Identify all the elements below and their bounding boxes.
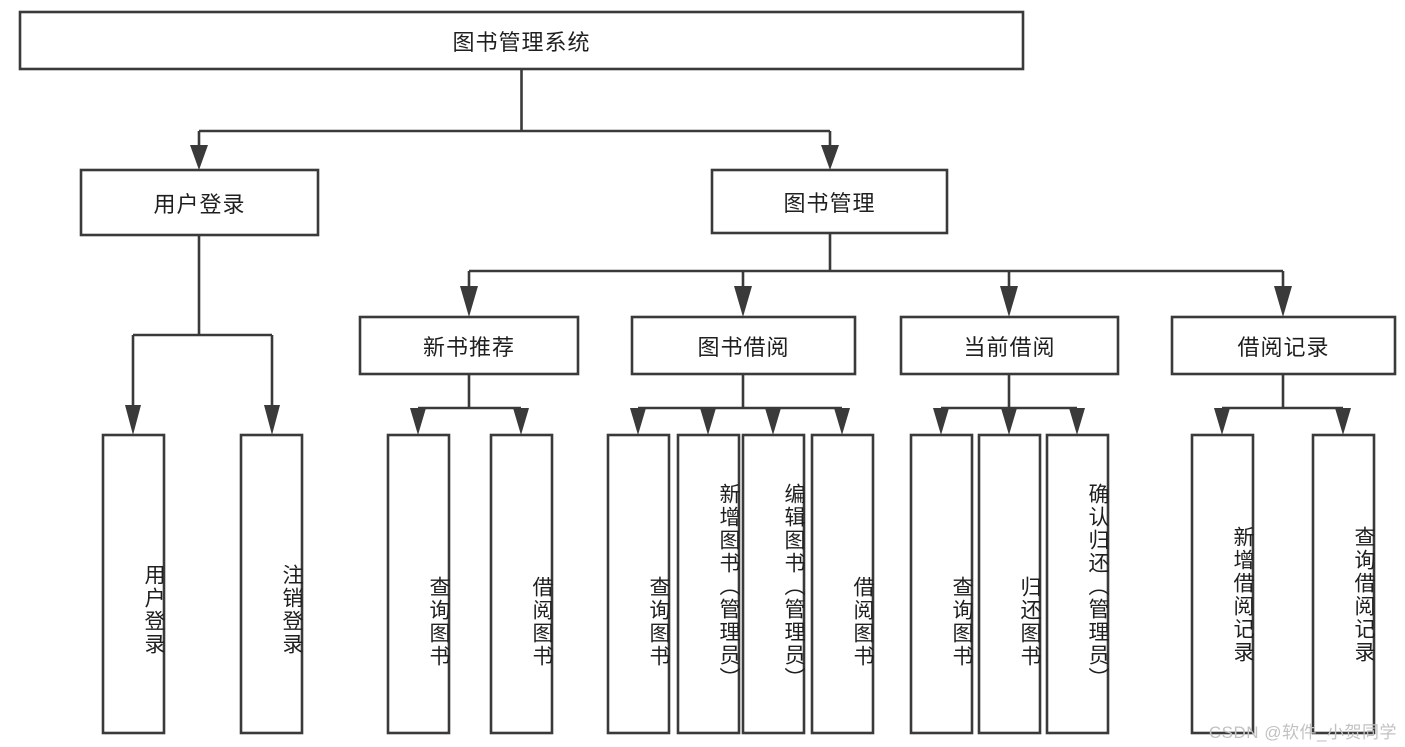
- arrow-head-book-borrow: [734, 286, 752, 317]
- node-box-new-book-rec[interactable]: [358, 315, 580, 376]
- node-box-book-borrow[interactable]: [630, 315, 857, 376]
- node-box-leaf-query-record[interactable]: [1311, 433, 1376, 735]
- arrow-head-book-manage: [821, 145, 839, 170]
- arrow-head-leaf-edit-book: [765, 408, 781, 435]
- node-box-borrow-record[interactable]: [1170, 315, 1397, 376]
- node-box-root[interactable]: [18, 10, 1025, 71]
- arrow-head-leaf-add-record: [1214, 408, 1230, 435]
- connector-group-new-book-rec-to-leaves: [410, 374, 529, 435]
- arrow-head-leaf-logout: [264, 405, 280, 435]
- arrow-head-leaf-query-book-a: [410, 408, 426, 435]
- node-box-leaf-user-login[interactable]: [101, 433, 166, 735]
- arrow-head-leaf-borrow-book-a: [513, 408, 529, 435]
- node-box-current-borrow[interactable]: [899, 315, 1120, 376]
- connector-group-book-borrow-to-leaves: [630, 374, 850, 435]
- arrow-head-leaf-borrow-book-b: [834, 408, 850, 435]
- node-box-leaf-query-book-a[interactable]: [386, 433, 451, 735]
- connector-group-current-borrow-to-leaves: [933, 374, 1085, 435]
- csdn-watermark: CSDN @软件_小贺同学: [1208, 723, 1397, 742]
- node-box-book-manage[interactable]: [710, 168, 949, 235]
- connector-group-user-login-to-leaves: [125, 235, 280, 435]
- connector-group-root-to-level2: [190, 69, 839, 170]
- connector-group-borrow-record-to-leaves: [1214, 374, 1351, 435]
- arrow-head-leaf-query-record: [1335, 408, 1351, 435]
- node-box-leaf-edit-book[interactable]: [741, 433, 806, 735]
- node-box-leaf-logout[interactable]: [239, 433, 304, 735]
- node-box-leaf-add-record[interactable]: [1190, 433, 1255, 735]
- node-box-leaf-borrow-book-b[interactable]: [810, 433, 875, 735]
- arrow-head-leaf-user-login: [125, 405, 141, 435]
- node-box-user-login[interactable]: [79, 168, 320, 237]
- arrow-head-leaf-query-book-b: [630, 408, 646, 435]
- arrow-head-leaf-return-book: [1001, 408, 1017, 435]
- connector-group-book-manage-to-level3: [460, 233, 1292, 317]
- arrow-head-leaf-query-book-c: [933, 408, 949, 435]
- arrow-head-current-borrow: [1000, 286, 1018, 317]
- node-box-leaf-return-book[interactable]: [977, 433, 1042, 735]
- node-box-leaf-query-book-b[interactable]: [606, 433, 671, 735]
- node-box-leaf-add-book[interactable]: [676, 433, 741, 735]
- arrow-head-leaf-add-book: [700, 408, 716, 435]
- arrow-head-new-book-rec: [460, 286, 478, 317]
- arrow-head-borrow-record: [1274, 286, 1292, 317]
- node-box-leaf-confirm-return[interactable]: [1045, 433, 1110, 735]
- arrow-head-leaf-confirm-return: [1069, 408, 1085, 435]
- arrow-head-user-login: [190, 145, 208, 170]
- node-box-leaf-query-book-c[interactable]: [909, 433, 974, 735]
- node-box-leaf-borrow-book-a[interactable]: [489, 433, 554, 735]
